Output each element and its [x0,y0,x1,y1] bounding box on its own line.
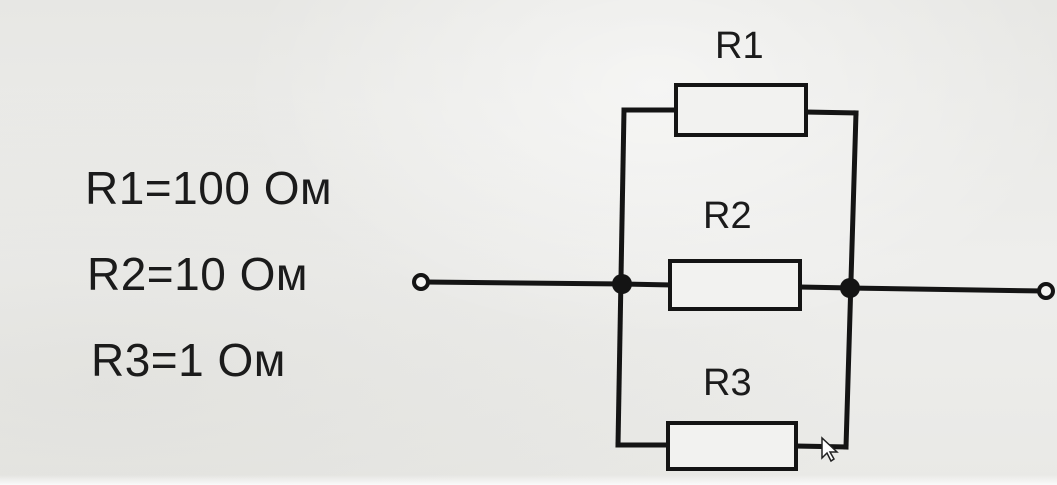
r3-value-text: R3=1 Ом [91,334,286,386]
input-terminal [412,273,430,291]
resistor-r3 [666,421,798,471]
output-wire [847,285,1045,294]
input-wire [423,279,625,287]
r2-value-text: R2=10 Ом [87,248,309,300]
bottom-screen-edge [0,475,1057,485]
resistor-r1 [674,83,808,137]
resistor-r2-label: R2 [703,195,752,237]
resistor-r1-label: R1 [715,25,764,67]
r1-value-text: R1=100 Ом [85,162,333,214]
r3-right-lead [793,443,849,450]
r1-right-lead [803,109,859,116]
right-junction-node [840,278,860,298]
output-terminal [1037,282,1055,300]
left-junction-node [612,274,632,294]
mouse-cursor-icon [821,436,839,463]
given-values-list: R1=100 Ом R2=10 Ом R3=1 Ом [85,165,332,423]
resistor-r2 [668,259,802,311]
resistor-r3-label: R3 [703,362,752,404]
